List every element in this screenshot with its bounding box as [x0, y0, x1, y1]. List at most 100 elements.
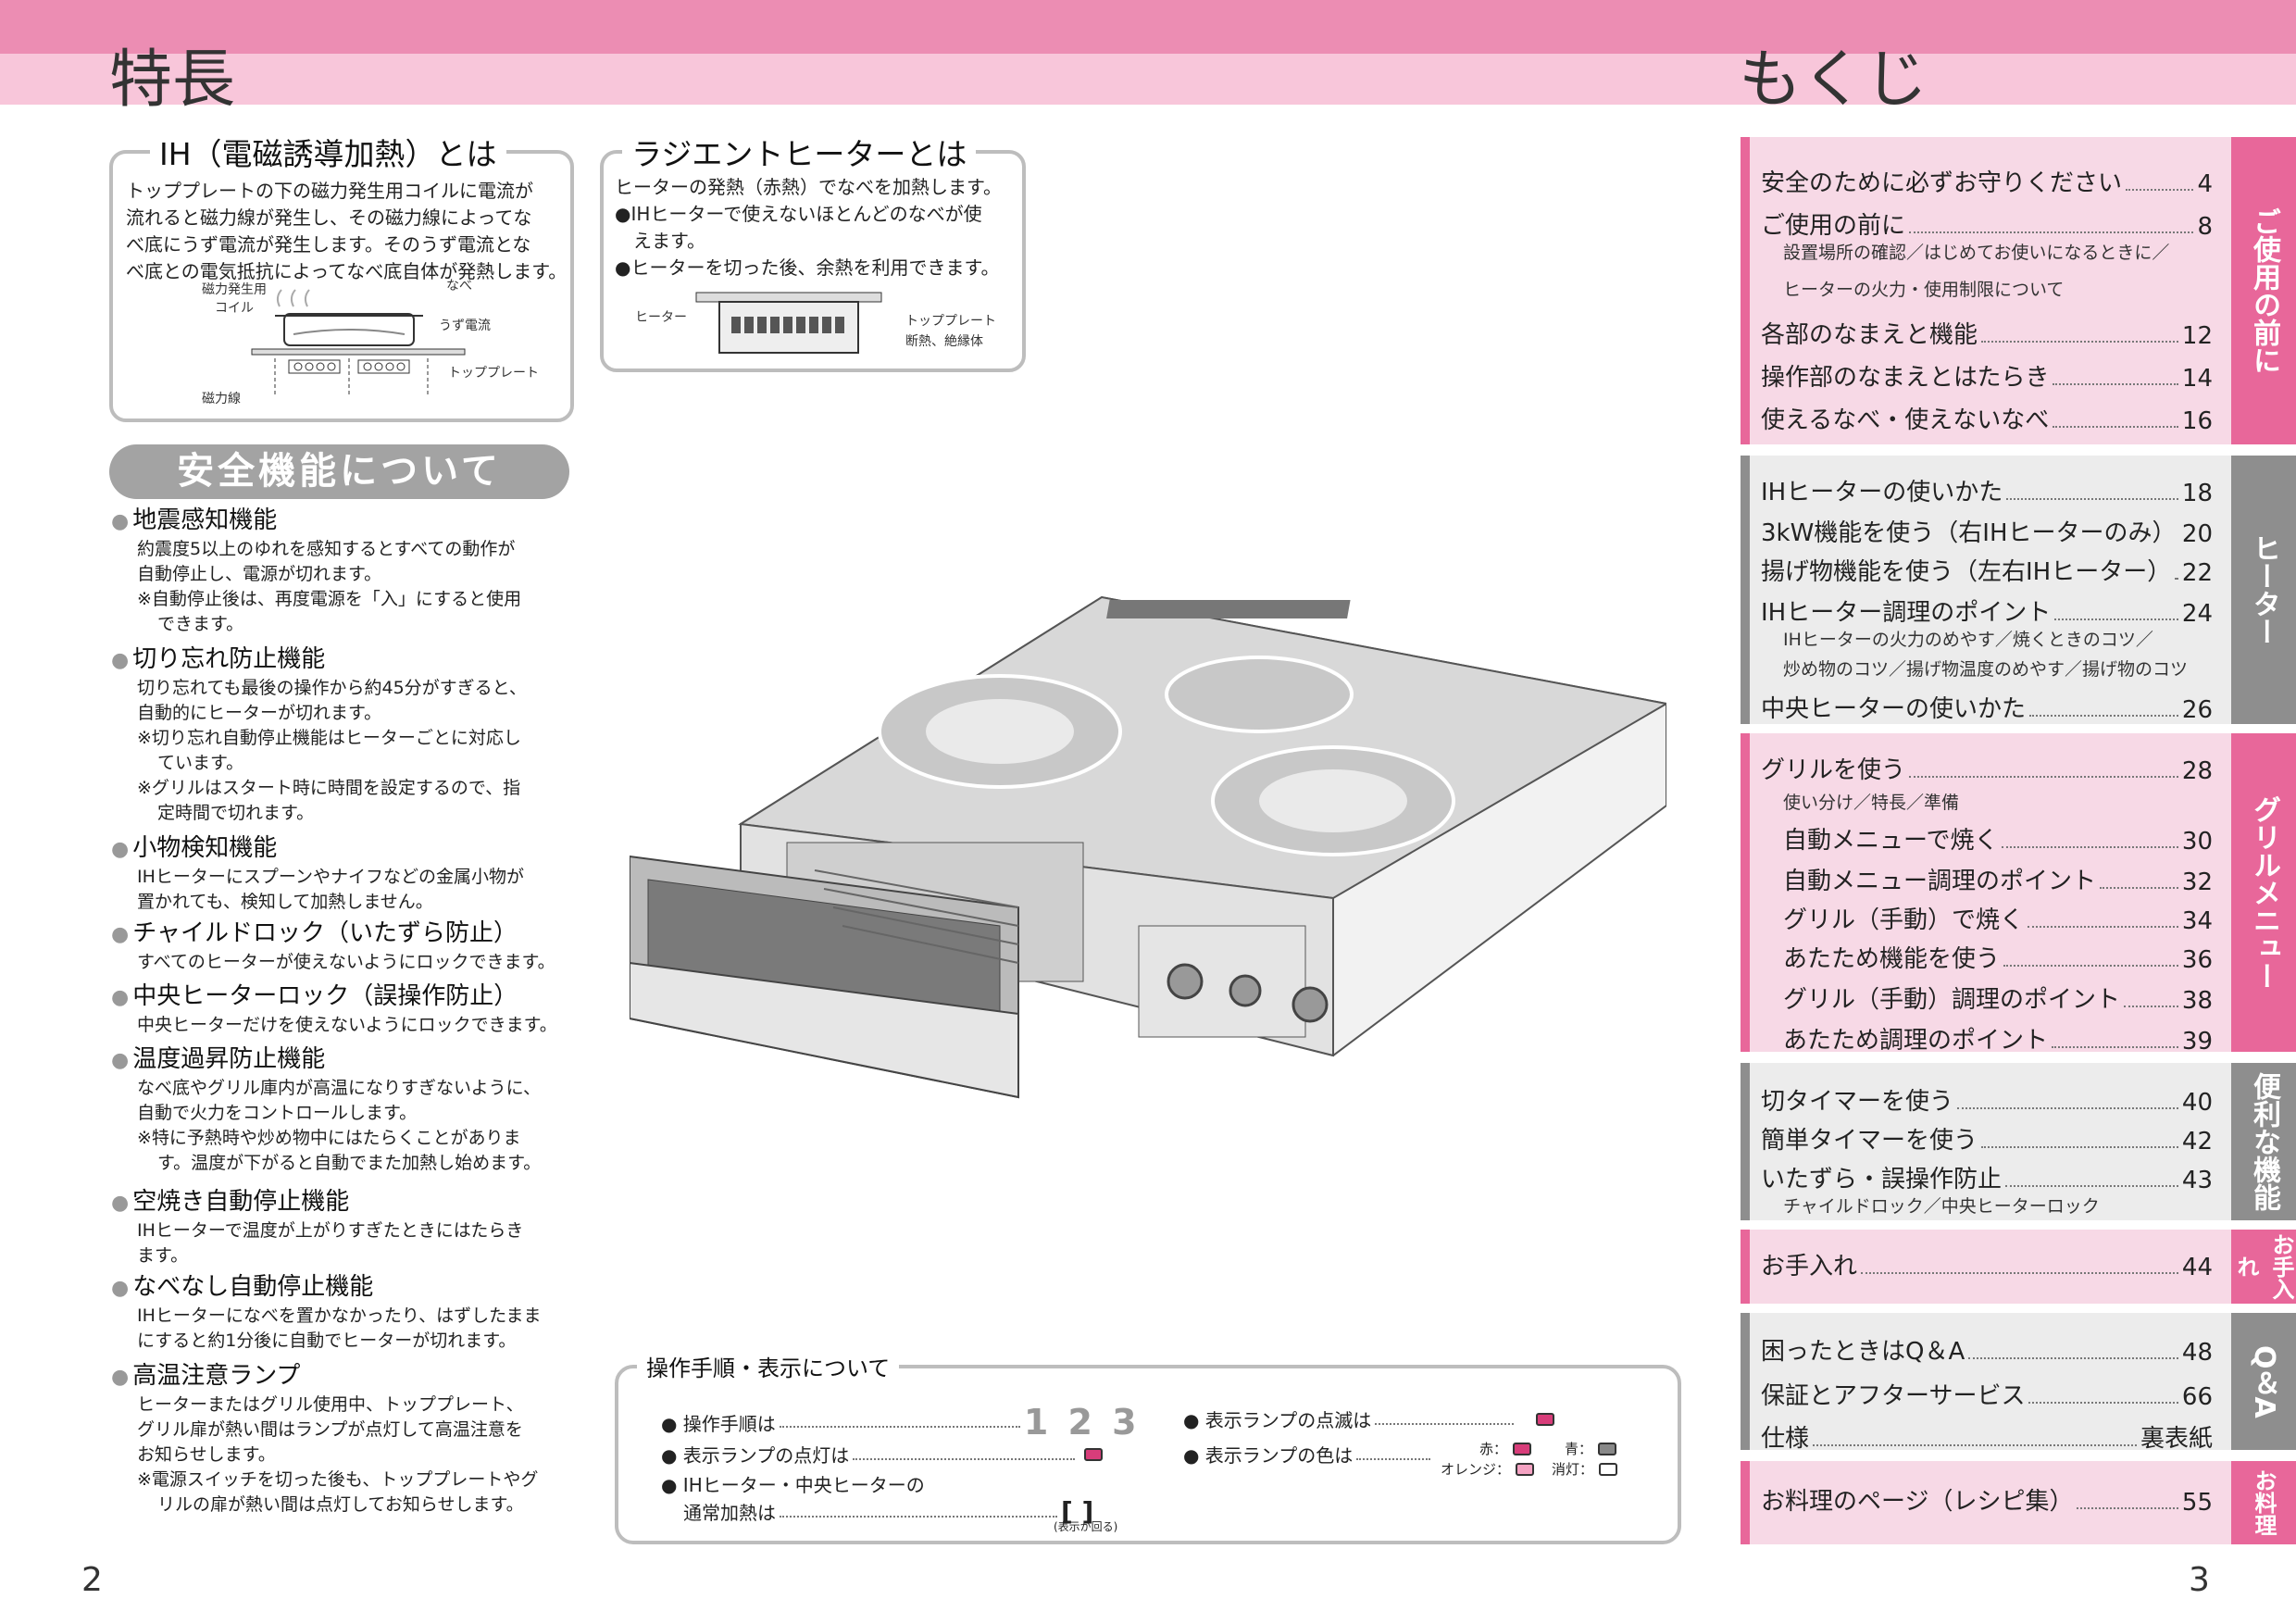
label-pan: なべ	[446, 279, 472, 294]
toc-entry[interactable]: お料理のページ（レシピ集）55	[1761, 1483, 2213, 1517]
toc-entry[interactable]: 3kW機能を使う（右IHヒーターのみ）20	[1761, 515, 2213, 548]
toc-entry[interactable]: 操作部のなまえとはたらき 14	[1761, 359, 2213, 393]
toc-page-number: 18	[2181, 480, 2213, 507]
toc-page-number: 22	[2181, 559, 2213, 587]
toc-page-number: 14	[2181, 365, 2213, 393]
toc-entry[interactable]: 各部のなまえと機能 12	[1761, 317, 2213, 350]
toc-section-bar	[1741, 137, 1750, 444]
red-swatch	[1513, 1442, 1532, 1455]
toc-section-tab[interactable]: ヒーター	[2231, 456, 2296, 724]
feature-desc: にすると約1分後に自動でヒーターが切れます。	[137, 1330, 517, 1351]
toc-leader	[2002, 846, 2178, 848]
toc-page-number: 36	[2181, 946, 2213, 974]
toc-leader	[2029, 715, 2178, 717]
ih-line: べ底との電気抵抗によってなべ底自体が発熱します。	[126, 260, 568, 282]
toc-entry-title: 切タイマーを使う	[1761, 1088, 1954, 1116]
toc-page-number: 55	[2181, 1489, 2213, 1517]
legend-orange: オレンジ：	[1441, 1459, 1535, 1479]
feature-note: ※電源スイッチを切った後も、トッププレートやグ	[137, 1469, 539, 1490]
feature-desc: ます。	[137, 1245, 189, 1266]
legend-title: 操作手順・表示について	[637, 1350, 900, 1382]
ih-line: 流れると磁力線が発生し、その磁力線によってな	[126, 206, 532, 229]
legend-off: 消灯：	[1552, 1459, 1618, 1479]
feature-desc: 約震度5以上のゆれを感知するとすべての動作が	[137, 539, 516, 559]
feature-desc: お知らせします。	[137, 1444, 276, 1465]
feature-title: チャイルドロック（いたずら防止）	[111, 918, 574, 950]
radiant-box-title: ラジエントヒーターとは	[622, 130, 977, 174]
orange-swatch	[1516, 1462, 1535, 1476]
legend-colors-label: ● 表示ランプの色は	[1183, 1444, 1354, 1467]
toc-entry-title: グリル（手動）調理のポイント	[1783, 986, 2121, 1014]
ih-explanation-box: IH（電磁誘導加熱）とは トッププレートの下の磁力発生用コイルに電流が 流れると…	[109, 130, 574, 422]
toc-section-tab[interactable]: お手入れ	[2231, 1230, 2296, 1304]
toc-entry-title: 各部のなまえと機能	[1761, 321, 1978, 349]
toc-page-number: 26	[2181, 696, 2213, 724]
toc-entry[interactable]: あたため機能を使う 36	[1783, 941, 2213, 974]
toc-section-bar	[1741, 1230, 1750, 1304]
feature-note: できます。	[157, 614, 244, 634]
toc-entry-title: 操作部のなまえとはたらき	[1761, 364, 2050, 392]
rotating-display-icon: [ ]	[1061, 1496, 1094, 1527]
feature-note: ※切り忘れ自動停止機能はヒーターごとに対応し	[137, 728, 521, 748]
toc-page-number: 48	[2181, 1339, 2213, 1367]
toc-section-bar	[1741, 733, 1750, 1052]
toc-entry-title: お手入れ	[1761, 1253, 1858, 1280]
toc-leader	[2053, 383, 2178, 385]
legend-blink-label: ● 表示ランプの点滅は	[1183, 1409, 1372, 1431]
toc-section-tab[interactable]: 便利な機能	[2231, 1063, 2296, 1220]
toc-entry-title: いたずら・誤操作防止	[1761, 1166, 2003, 1193]
legend-red: 赤：	[1479, 1439, 1532, 1458]
legend-normal1: ● IHヒーター・中央ヒーターの	[661, 1474, 925, 1496]
toc-leader	[2052, 1046, 2178, 1048]
toc-subtopics: 使い分け／特長／準備	[1783, 793, 1960, 813]
page-number-left: 2	[81, 1561, 103, 1599]
toc-section-tab[interactable]: Q＆A	[2231, 1313, 2296, 1450]
toc-leader	[2005, 1185, 2178, 1187]
feature-note: リルの扉が熱い間は点灯してお知らせします。	[157, 1494, 524, 1515]
feature-title: 高温注意ランプ	[111, 1361, 574, 1393]
feature-title: 温度過昇防止機能	[111, 1044, 574, 1076]
toc-section-tab[interactable]: グリルメニュー	[2231, 733, 2296, 1052]
toc-entry-title: あたため機能を使う	[1783, 945, 2001, 973]
toc-leader	[1813, 1444, 2137, 1446]
feature-title: 切り忘れ防止機能	[111, 644, 574, 676]
toc-section-tab[interactable]: お料理	[2231, 1461, 2296, 1544]
header-band	[0, 0, 2296, 54]
radiant-line: ヒーターの発熱（赤熱）でなべを加熱します。	[615, 176, 1002, 198]
label-eddy: うず電流	[439, 319, 491, 333]
legend-step-numbers: 1 2 3	[1023, 1402, 1141, 1443]
toc-entry[interactable]: 揚げ物機能を使う（左右IHヒーター）22	[1761, 554, 2213, 587]
feature-item: なべなし自動停止機能IHヒーターになべを置かなかったり、はずしたままにすると約1…	[111, 1272, 574, 1354]
ih-line: トッププレートの下の磁力発生用コイルに電流が	[126, 180, 533, 202]
feature-item: 切り忘れ防止機能切り忘れても最後の操作から約45分がすぎると、自動的にヒーターが…	[111, 644, 574, 826]
toc-page-number: 12	[2181, 322, 2213, 350]
label-coil2: コイル	[215, 301, 254, 316]
toc-entry[interactable]: 仕様裏表紙	[1761, 1420, 2213, 1454]
toc-section-tab[interactable]: ご使用の前に	[2231, 137, 2296, 444]
feature-note: ています。	[157, 753, 244, 773]
safety-features-heading: 安全機能について	[109, 444, 569, 499]
feature-desc: すべてのヒーターが使えないようにロックできます。	[137, 952, 555, 972]
feature-desc: グリル扉が熱い間はランプが点灯して高温注意を	[137, 1419, 523, 1440]
legend-colors: ● 表示ランプの色は	[1183, 1441, 1434, 1468]
page-number-right: 3	[2189, 1561, 2210, 1599]
